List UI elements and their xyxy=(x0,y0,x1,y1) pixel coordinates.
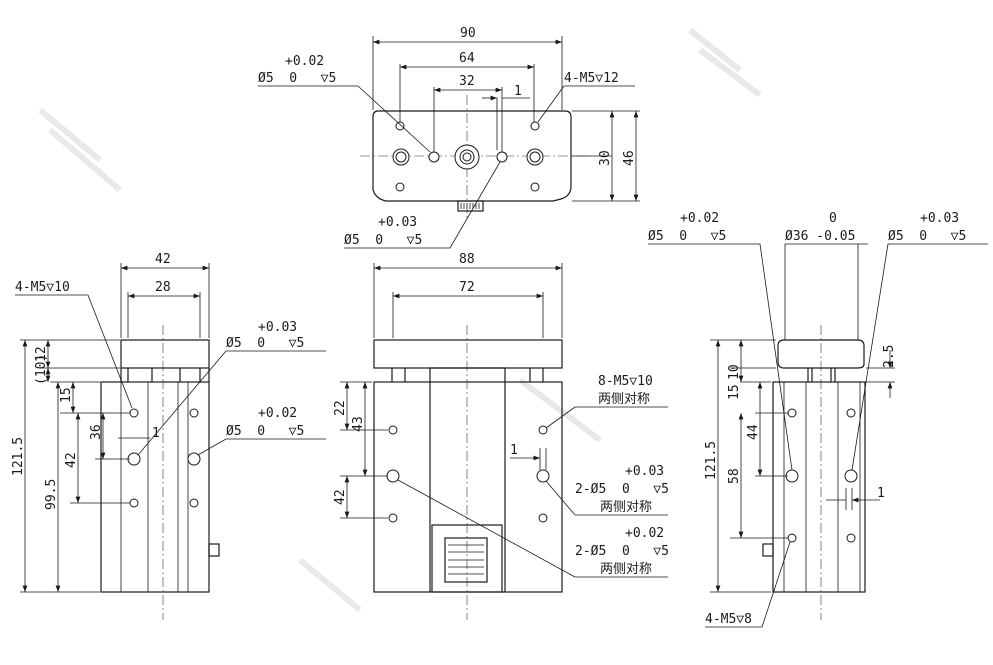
right-view-body xyxy=(772,381,866,593)
left-callout-a-tol: +0.03 xyxy=(258,320,297,335)
left-dim-15: 15 xyxy=(59,387,74,403)
left-hole-2 xyxy=(129,498,139,508)
front-pin-hole-r xyxy=(536,469,550,483)
top-callout-tr: 4-M5▽12 xyxy=(564,71,619,86)
top-pin-hole-l xyxy=(428,151,440,163)
left-dim-42: 42 xyxy=(155,252,171,267)
top-dim-90: 90 xyxy=(460,26,476,41)
front-hole-r1 xyxy=(538,425,548,435)
left-view-top-plate xyxy=(120,339,210,369)
right-dim-10: 10 xyxy=(727,364,742,380)
left-dim-99-5: 99.5 xyxy=(44,479,59,510)
top-dim-32: 32 xyxy=(459,74,475,89)
front-view: 88 72 22 43 42 1 8-M5▽10 两侧对称 +0.03 2-Ø5… xyxy=(333,252,669,620)
right-callout-c-tol: 0 xyxy=(829,211,837,226)
right-view-top-plate xyxy=(777,339,865,369)
front-view-top-plate xyxy=(373,339,563,369)
front-callout-h1-main: 2-Ø5 0 ▽5 xyxy=(575,482,669,497)
top-dim-1: 1 xyxy=(514,84,522,99)
left-callout-b-main: Ø5 0 ▽5 xyxy=(226,424,304,439)
top-pin-hole-r xyxy=(496,151,508,163)
front-dim-42: 42 xyxy=(333,489,348,505)
right-callout-r-main: Ø5 0 ▽5 xyxy=(888,229,966,244)
top-view-outline xyxy=(372,110,572,202)
left-view-body xyxy=(100,381,210,593)
left-callout-m5: 4-M5▽10 xyxy=(15,280,70,295)
left-dim-12: 12 xyxy=(34,346,49,362)
top-callout-tl-tol: +0.02 xyxy=(285,54,324,69)
front-callout-h1-sub: 两侧对称 xyxy=(600,500,652,515)
left-callout-b-tol: +0.02 xyxy=(258,406,297,421)
top-hole-br xyxy=(530,182,540,192)
left-dim-42v: 42 xyxy=(64,452,79,468)
left-dim-10: (10) xyxy=(34,354,49,385)
right-dim-15: 15 xyxy=(727,384,742,400)
left-dim-28: 28 xyxy=(155,280,171,295)
right-callout-bottom: 4-M5▽8 xyxy=(705,612,752,627)
right-callout-c-main: Ø36 -0.05 xyxy=(785,229,855,244)
right-dim-121-5: 121.5 xyxy=(704,441,719,480)
top-dim-46: 46 xyxy=(622,150,637,166)
left-dim-36: 36 xyxy=(89,424,104,440)
top-hole-tl xyxy=(395,121,405,131)
top-dim-64: 64 xyxy=(459,51,475,66)
right-callout-r-tol: +0.03 xyxy=(920,211,959,226)
front-dim-1: 1 xyxy=(510,443,518,458)
right-dim-2-5: 2.5 xyxy=(882,345,897,368)
left-dim-121-5: 121.5 xyxy=(11,437,26,476)
front-dim-43: 43 xyxy=(351,416,366,432)
right-dim-58: 58 xyxy=(727,468,742,484)
right-view: 121.5 10 15 44 58 2.5 1 +0.02 Ø5 0 ▽5 0 … xyxy=(648,211,988,628)
front-callout-m5: 8-M5▽10 xyxy=(598,374,653,389)
front-callout-m5-sub: 两侧对称 xyxy=(598,392,650,407)
top-callout-b-tol: +0.03 xyxy=(378,215,417,230)
top-dim-30: 30 xyxy=(598,150,613,166)
front-pin-hole-l xyxy=(386,469,400,483)
top-hole-tr xyxy=(530,121,540,131)
left-view: 42 28 121.5 12 (10) 15 36 42 99.5 1 4-M5… xyxy=(11,252,326,620)
top-view-connector xyxy=(457,200,484,212)
top-view: 90 64 32 1 30 46 +0.02 Ø5 0 ▽5 4-M5▽12 +… xyxy=(258,26,640,249)
top-hole-bl xyxy=(395,182,405,192)
left-hole-1 xyxy=(129,408,139,418)
right-dim-1: 1 xyxy=(877,486,885,501)
front-dim-72: 72 xyxy=(459,280,475,295)
right-pin-hole-r xyxy=(844,469,858,483)
top-callout-tl-main: Ø5 0 ▽5 xyxy=(258,71,336,86)
top-callout-b-main: Ø5 0 ▽5 xyxy=(344,233,422,248)
front-dim-88: 88 xyxy=(459,252,475,267)
front-callout-h2-tol: +0.02 xyxy=(625,526,664,541)
front-dim-22: 22 xyxy=(333,400,348,416)
right-callout-l-tol: +0.02 xyxy=(680,211,719,226)
front-hole-l1 xyxy=(388,425,398,435)
right-callout-l-main: Ø5 0 ▽5 xyxy=(648,229,726,244)
right-dim-44: 44 xyxy=(746,424,761,440)
front-view-body xyxy=(373,381,563,593)
front-callout-h2-sub: 两侧对称 xyxy=(600,562,652,577)
left-callout-a-main: Ø5 0 ▽5 xyxy=(226,336,304,351)
front-callout-h2-main: 2-Ø5 0 ▽5 xyxy=(575,544,669,559)
front-callout-h1-tol: +0.03 xyxy=(625,464,664,479)
watermark xyxy=(38,27,762,613)
